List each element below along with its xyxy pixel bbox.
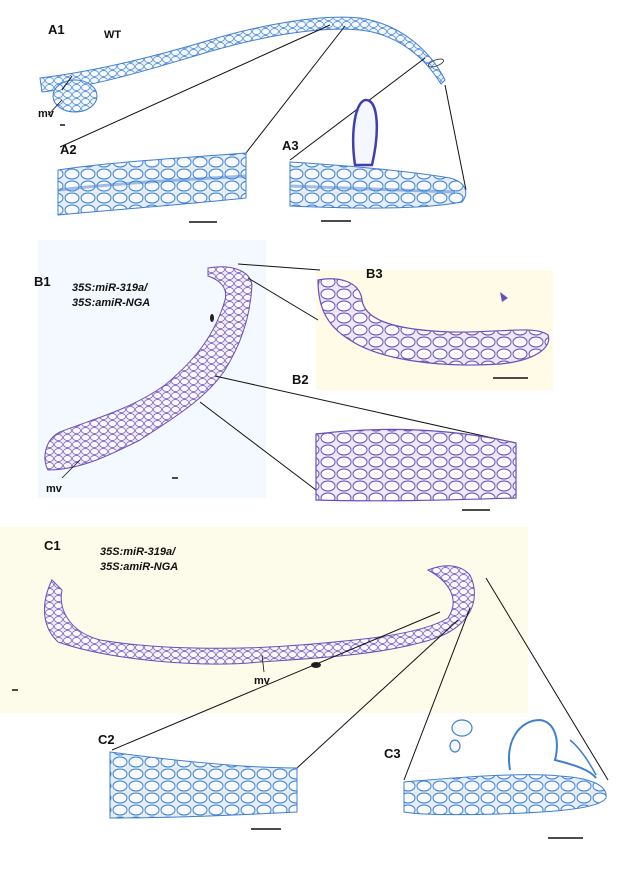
panel-label-b3: B3 [366, 266, 383, 281]
genotype-label-b1-line2: 35S:amiR-NGA [72, 297, 151, 309]
panel-label-c1: C1 [44, 538, 61, 553]
genotype-label-c1-line2: 35S:amiR-NGA [100, 561, 179, 573]
panel-a3-magnified-section [289, 98, 467, 209]
midvein-label-b1: mv [46, 483, 62, 495]
panel-c3-magnified-section [403, 718, 607, 816]
panel-c-background [0, 527, 528, 713]
panel-b3-magnified-section [317, 278, 550, 366]
panel-b1-leaf-section [44, 266, 253, 471]
genotype-label-c1-line1: 35S:miR-319a/ [100, 546, 176, 558]
panel-label-c3: C3 [384, 746, 401, 761]
panel-label-a3: A3 [282, 138, 299, 153]
panel-b2-magnified-section [315, 428, 517, 502]
panel-label-b1: B1 [34, 274, 51, 289]
panel-c2-magnified-section [109, 751, 298, 819]
panel-label-b2: B2 [292, 372, 309, 387]
panel-label-a1: A1 [48, 22, 65, 37]
panel-c1-leaf-section [43, 565, 475, 668]
panel-a2-magnified-section [57, 152, 247, 216]
panel-label-a2: A2 [60, 142, 77, 157]
genotype-label-b1-line1: 35S:miR-319a/ [72, 282, 148, 294]
panel-label-c2: C2 [98, 732, 115, 747]
genotype-label-wt: WT [104, 29, 122, 41]
midvein-label-c1: mv [254, 675, 270, 687]
midvein-label-a1: mv [38, 108, 54, 120]
